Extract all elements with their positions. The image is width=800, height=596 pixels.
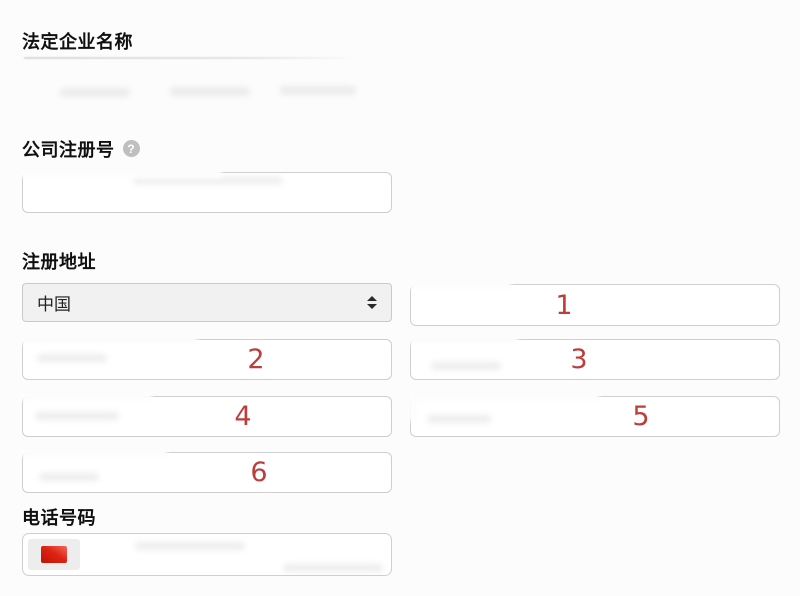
- company-reg-no-input-box: [20, 169, 392, 213]
- redaction-smudge: [60, 88, 130, 97]
- phone-label: 电话号码: [22, 508, 96, 528]
- address-input-6-box: 6: [20, 449, 392, 493]
- redaction-smudge: [170, 87, 250, 96]
- redaction-smudge: [280, 86, 356, 95]
- address-input-4[interactable]: [23, 397, 391, 436]
- country-select[interactable]: 中国: [22, 283, 392, 322]
- legal-name-input[interactable]: [24, 78, 374, 110]
- phone-input-box: [22, 533, 392, 576]
- question-mark-icon[interactable]: ?: [122, 140, 140, 157]
- company-reg-no-label-row: 公司注册号 ?: [22, 140, 140, 160]
- phone-input[interactable]: [23, 534, 391, 575]
- address-input-5-box: 5: [408, 393, 780, 437]
- address-input-1-box: 1: [408, 281, 780, 326]
- select-stepper-icon: [367, 296, 377, 309]
- address-input-2-box: 2: [20, 336, 392, 380]
- address-input-5[interactable]: [411, 397, 779, 436]
- registered-address-label: 注册地址: [22, 252, 96, 272]
- address-input-3[interactable]: [411, 340, 779, 379]
- address-input-2[interactable]: [23, 340, 391, 379]
- address-input-3-box: 3: [408, 336, 780, 380]
- address-input-6[interactable]: [23, 453, 391, 492]
- china-flag-icon: [41, 546, 67, 563]
- address-input-4-box: 4: [20, 393, 392, 437]
- company-reg-no-label: 公司注册号: [22, 140, 115, 160]
- legal-name-underline: [24, 57, 356, 59]
- country-select-value: 中国: [37, 295, 71, 314]
- country-code-selector[interactable]: [28, 539, 80, 570]
- company-reg-no-input[interactable]: [23, 173, 391, 212]
- address-input-1[interactable]: [411, 285, 779, 325]
- legal-name-label: 法定企业名称: [22, 32, 133, 52]
